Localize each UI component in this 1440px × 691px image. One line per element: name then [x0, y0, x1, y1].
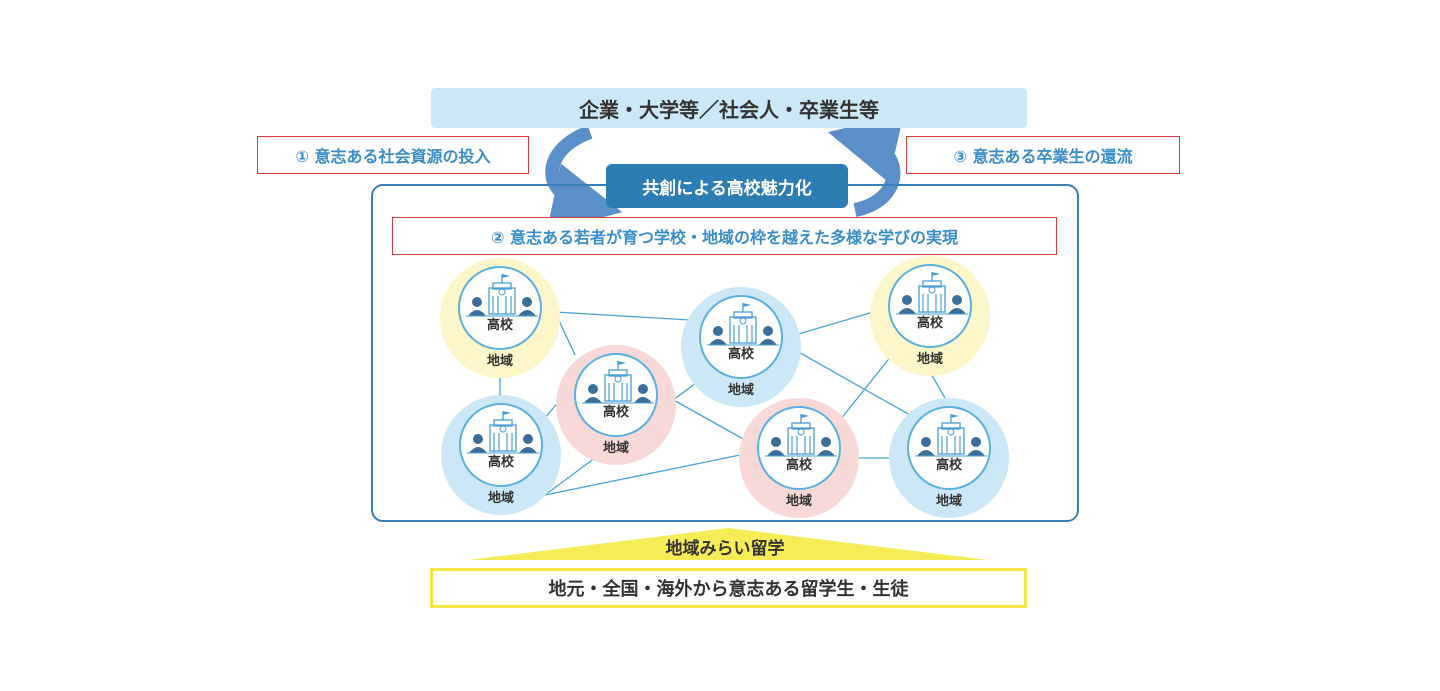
school-label: 高校 — [785, 458, 812, 473]
school-people-icon — [582, 361, 654, 404]
school-region-node: 高校地域 — [739, 398, 859, 518]
region-label: 地域 — [727, 383, 754, 398]
bottom-source-box: 地元・全国・海外から意志ある留学生・生徒 — [430, 568, 1027, 608]
network-label-box: ② 意志ある若者が育つ学校・地域の枠を越えた多様な学びの実現 — [392, 217, 1057, 255]
school-circle — [699, 295, 783, 379]
school-label: 高校 — [727, 347, 754, 362]
region-label: 地域 — [486, 354, 513, 369]
school-circle — [459, 403, 543, 487]
top-title: 企業・大学等／社会人・卒業生等 — [579, 97, 879, 122]
school-people-icon — [915, 414, 987, 457]
school-region-node: 高校地域 — [889, 398, 1009, 518]
school-people-icon — [896, 272, 968, 315]
region-label: 地域 — [602, 441, 629, 456]
right-label-box: ③ 意志ある卒業生の還流 — [906, 136, 1180, 174]
region-label: 地域 — [487, 491, 514, 506]
region-label: 地域 — [785, 494, 812, 509]
school-circle — [458, 266, 542, 350]
school-region-node: 高校地域 — [681, 287, 801, 407]
school-label: 高校 — [935, 458, 962, 473]
school-label: 高校 — [916, 316, 943, 331]
school-people-icon — [765, 414, 837, 457]
region-label: 地域 — [935, 494, 962, 509]
school-region-node: 高校地域 — [441, 395, 561, 515]
triangle — [468, 528, 988, 560]
school-label: 高校 — [486, 318, 513, 333]
school-people-icon — [467, 411, 539, 454]
school-label: 高校 — [487, 455, 514, 470]
school-region-node: 高校地域 — [440, 258, 560, 378]
network-links — [499, 309, 946, 496]
top-title-box: 企業・大学等／社会人・卒業生等 — [431, 88, 1027, 128]
right-label: ③ 意志ある卒業生の還流 — [953, 147, 1133, 166]
center-pill: 共創による高校魅力化 — [606, 164, 848, 208]
network-label: ② 意志ある若者が育つ学校・地域の枠を越えた多様な学びの実現 — [490, 228, 959, 247]
left-label-box: ① 意志ある社会資源の投入 — [257, 136, 529, 174]
school-circle — [574, 353, 658, 437]
right-flow-arrow — [827, 113, 905, 217]
school-region-node: 高校地域 — [556, 345, 676, 465]
left-flow-arrow — [545, 125, 623, 233]
triangle-label: 地域みらい留学 — [665, 539, 785, 559]
region-label: 地域 — [916, 352, 943, 367]
school-label: 高校 — [602, 405, 629, 420]
bottom-source-label: 地元・全国・海外から意志ある留学生・生徒 — [548, 579, 909, 600]
school-people-icon — [466, 274, 538, 317]
school-region-node: 高校地域 — [870, 256, 990, 376]
center-label: 共創による高校魅力化 — [642, 178, 812, 199]
school-circle — [907, 406, 991, 490]
school-circle — [757, 406, 841, 490]
left-label: ① 意志ある社会資源の投入 — [295, 147, 491, 166]
school-circle — [888, 264, 972, 348]
school-people-icon — [707, 303, 779, 346]
